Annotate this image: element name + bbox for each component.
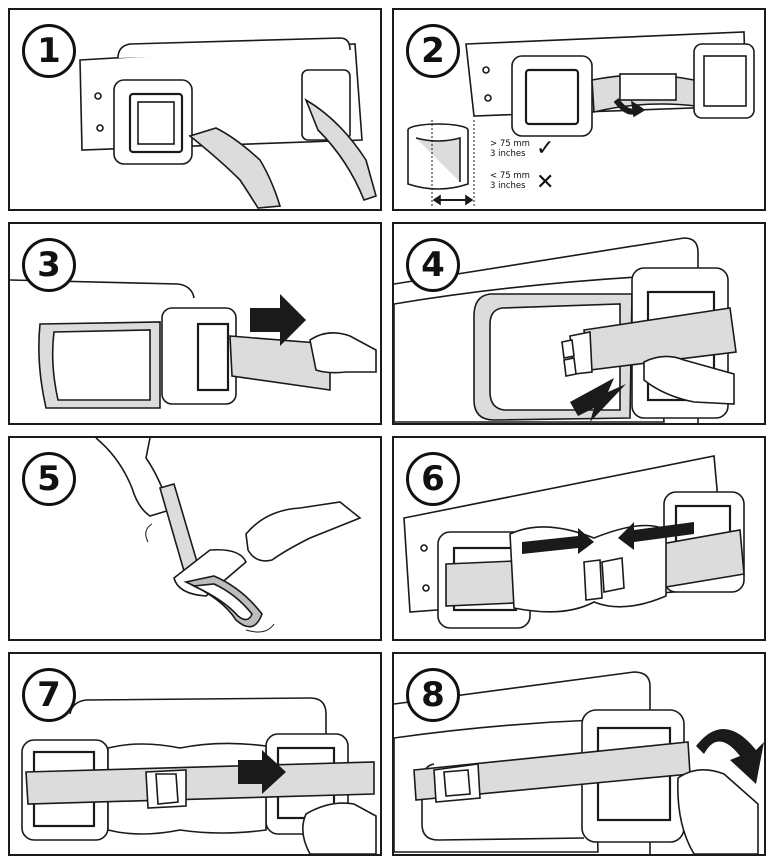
step-number-badge: 6 [406, 452, 460, 506]
step-7-illustration [21, 697, 377, 854]
size-ok-line-1: > 75 mm [490, 139, 530, 149]
step-6-illustration [403, 455, 745, 629]
step-5-illustration [95, 438, 362, 633]
step-number-badge: 5 [22, 452, 76, 506]
step-number-badge: 4 [406, 238, 460, 292]
step-3-illustration [10, 279, 377, 409]
step-2-panel: > 75 mm 3 inches ✓ < 75 mm 3 inches ✕ 2 [392, 8, 766, 211]
size-too-small-line-1: < 75 mm [490, 171, 530, 181]
step-3-panel: 3 [8, 222, 382, 425]
step-8-illustration [394, 671, 764, 854]
size-ok-label: > 75 mm 3 inches [490, 139, 530, 159]
step-number-badge: 7 [22, 668, 76, 722]
step-1-panel: 1 [8, 8, 382, 211]
step-number-badge: 1 [22, 24, 76, 78]
step-4-illustration [394, 237, 737, 423]
size-too-small-label: < 75 mm 3 inches [490, 171, 530, 191]
size-too-small-line-2: 3 inches [490, 180, 526, 191]
size-ok-line-2: 3 inches [490, 148, 526, 159]
step-8-panel: 8 [392, 652, 766, 856]
step-number-badge: 8 [406, 668, 460, 722]
step-2-illustration [407, 31, 755, 206]
step-4-panel: 4 [392, 222, 766, 425]
step-number-badge: 2 [406, 24, 460, 78]
step-6-panel: 6 [392, 436, 766, 641]
step-7-panel: 7 [8, 652, 382, 856]
step-1-illustration [79, 37, 377, 209]
cross-icon: ✕ [536, 170, 555, 195]
check-icon: ✓ [536, 136, 555, 161]
step-5-panel: 5 [8, 436, 382, 641]
step-number-badge: 3 [22, 238, 76, 292]
